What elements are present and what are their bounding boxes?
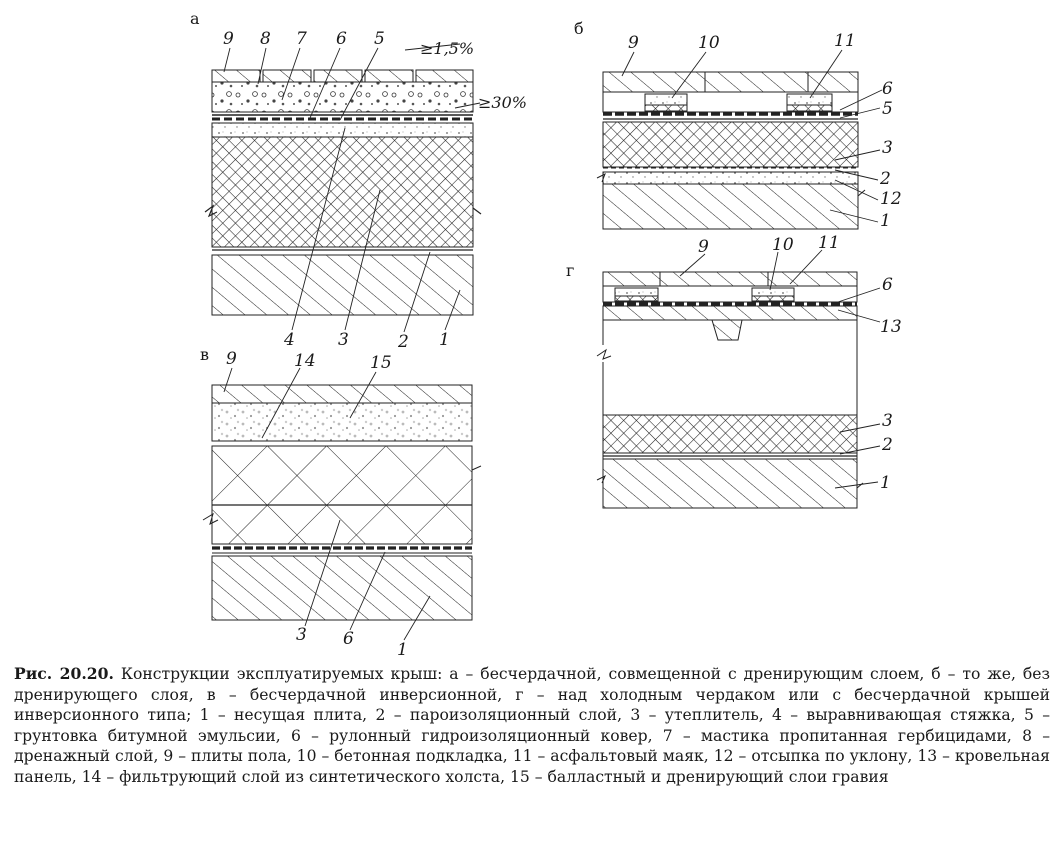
panel-g-letter: г (566, 261, 574, 280)
panel-g: г 9 10 11 6 (566, 233, 902, 509)
panel-b-label-2: 2 (879, 169, 891, 189)
panel-g-label-3: 3 (882, 411, 893, 431)
panel-a-insulation (211, 136, 474, 248)
figure-caption: Рис. 20.20. Конструкции эксплуатируемых … (14, 664, 1050, 787)
panel-a: а 9 8 (190, 9, 527, 352)
panel-b-slope-fill (602, 171, 859, 185)
panel-a-label-6: 6 (336, 29, 347, 49)
panel-a-label-8: 8 (260, 29, 271, 49)
panel-a-slab (211, 254, 474, 316)
panel-g-label-13: 13 (880, 317, 902, 337)
caption-title: Рис. 20.20. (14, 664, 114, 683)
panel-a-label-7: 7 (296, 29, 307, 49)
panel-v-slab (211, 555, 473, 621)
panel-v-label-15: 15 (370, 353, 392, 373)
panel-v-label-1: 1 (397, 640, 408, 660)
panel-a-label-3: 3 (338, 330, 349, 350)
panel-a-letter: а (190, 9, 200, 28)
panel-a-label-4: 4 (283, 330, 295, 350)
panel-a-label-1: 1 (439, 330, 450, 350)
panel-v-letter: в (200, 345, 209, 364)
panel-b-label-1: 1 (880, 211, 891, 231)
panel-g-slab (602, 458, 858, 509)
panel-b-insulation (602, 121, 859, 168)
panel-a-floor-tiles (211, 69, 474, 83)
panel-b-asphalt-beacon (786, 93, 833, 107)
panel-b-label-12: 12 (880, 189, 902, 209)
panel-v-label-3: 3 (296, 625, 307, 645)
panel-b-label-11: 11 (834, 31, 856, 51)
panel-g-label-6: 6 (882, 275, 893, 295)
panel-a-label-9: 9 (223, 29, 234, 49)
panel-a-label-2: 2 (397, 332, 409, 352)
panel-g-label-9: 9 (698, 237, 709, 257)
panel-v-floor-tiles (211, 384, 473, 404)
panel-a-label-5: 5 (374, 29, 385, 49)
panel-g-label-2: 2 (881, 435, 893, 455)
panel-g-panel-rib (711, 319, 743, 341)
panel-v: в 9 14 15 3 6 1 (200, 345, 482, 660)
panel-b-label-10: 10 (698, 33, 720, 53)
panel-b-slab (602, 183, 859, 230)
panel-v-insulation (211, 445, 473, 545)
panel-b-label-3: 3 (882, 138, 893, 158)
panel-a-slope-side: ≥30% (478, 93, 527, 112)
panel-v-label-14: 14 (294, 351, 316, 371)
panel-g-label-10: 10 (772, 235, 794, 255)
panel-g-roof-panel (602, 305, 858, 321)
panel-v-label-9: 9 (226, 349, 237, 369)
panel-b-floor-tiles (602, 71, 859, 93)
panel-v-label-6: 6 (343, 629, 354, 649)
panel-g-floor-tiles (602, 271, 858, 287)
panel-b-label-5: 5 (882, 99, 893, 119)
caption-text: Конструкции эксплуатируемых крыш: а – бе… (14, 665, 1050, 786)
roof-construction-figure: а 9 8 (190, 9, 902, 660)
panel-g-asphalt-beacon (751, 287, 795, 297)
panel-g-label-1: 1 (880, 473, 891, 493)
panel-b: б 9 10 11 6 5 3 2 (574, 19, 902, 231)
panel-b-concrete-pad (644, 93, 688, 107)
panel-b-label-9: 9 (628, 33, 639, 53)
panel-a-slope-top: ≥1,5% (420, 39, 474, 58)
panel-a-screed (211, 122, 474, 138)
panel-g-insulation (602, 414, 858, 454)
panel-v-gravel-layer (211, 402, 473, 442)
panel-b-letter: б (574, 19, 584, 38)
panel-g-concrete-pad (614, 287, 659, 297)
panel-a-drainage-layer (211, 81, 474, 113)
panel-g-label-11: 11 (818, 233, 840, 253)
panel-b-label-6: 6 (882, 79, 893, 99)
